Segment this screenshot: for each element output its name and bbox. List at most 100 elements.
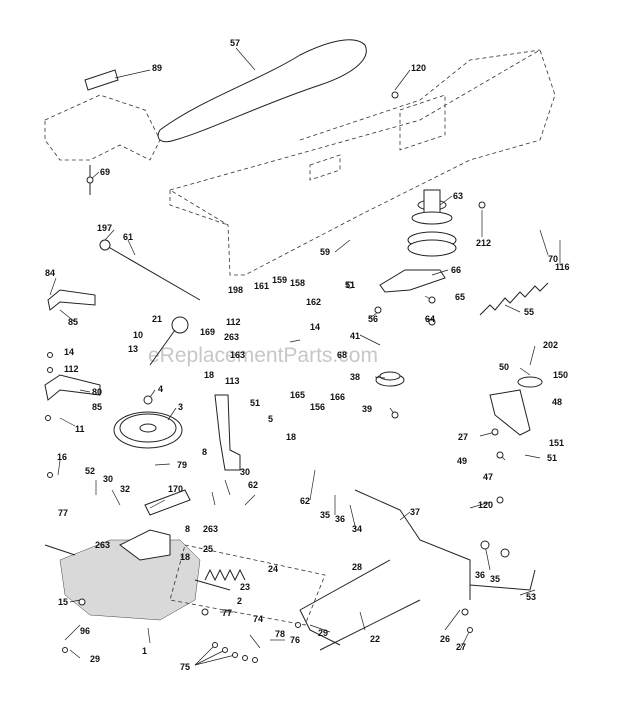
callout: 59: [320, 247, 330, 257]
tension-spring: [204, 568, 246, 582]
callout: 150: [553, 370, 568, 380]
pedal-bracket: [489, 389, 531, 436]
callout: 21: [152, 314, 162, 324]
callout: 34: [352, 524, 362, 534]
callout: 78: [275, 629, 285, 639]
callout: 76: [290, 635, 300, 645]
callout: 84: [45, 268, 55, 278]
callout: 27: [456, 642, 466, 652]
callout: 29: [90, 654, 100, 664]
callout: 198: [228, 285, 243, 295]
callout: 16: [57, 452, 67, 462]
chassis-frame: [169, 49, 556, 276]
drive-belt: [157, 39, 367, 143]
watermark-text: eReplacementParts.com: [148, 344, 378, 367]
callout: 212: [476, 238, 491, 248]
transaxle: [44, 529, 231, 621]
callout: 197: [97, 223, 112, 233]
callout: 38: [350, 372, 360, 382]
callout: 8: [202, 447, 207, 457]
callout: 25: [203, 544, 213, 554]
clutch-rod: [354, 489, 536, 600]
callout: 85: [92, 402, 102, 412]
callout: 162: [306, 297, 321, 307]
callout: 39: [362, 404, 372, 414]
callout: 5: [268, 414, 273, 424]
callout: 156: [310, 402, 325, 412]
callout: 51: [345, 280, 355, 290]
detail-area: [169, 544, 326, 626]
callout: 48: [552, 397, 562, 407]
hardware-bolts: [45, 91, 510, 663]
callout: 35: [320, 510, 330, 520]
callout: 22: [370, 634, 380, 644]
callout-labels: 57 89 120 69 63 197 61 59 212 70 66 84 5…: [45, 38, 570, 672]
callout: 202: [543, 340, 558, 350]
callout: 170: [168, 484, 183, 494]
shift-lever: [99, 239, 201, 301]
callout: 112: [226, 317, 241, 327]
callout: 62: [248, 480, 258, 490]
callout: 68: [337, 350, 347, 360]
callout: 30: [240, 467, 250, 477]
callout: 53: [526, 592, 536, 602]
callout: 159: [272, 275, 287, 285]
callout: 50: [499, 362, 509, 372]
spring: [479, 282, 549, 316]
callout: 18: [286, 432, 296, 442]
callout: 11: [75, 424, 85, 434]
callout: 116: [555, 262, 570, 272]
callout: 32: [120, 484, 130, 494]
callout: 112: [64, 364, 79, 374]
callout: 37: [410, 507, 420, 517]
callout: 27: [458, 432, 468, 442]
callout: 62: [300, 496, 310, 506]
bracket-170: [144, 489, 191, 516]
callout: 169: [200, 327, 215, 337]
idler-pulley: [375, 371, 543, 388]
callout: 120: [478, 500, 493, 510]
callout: 35: [490, 574, 500, 584]
callout: 26: [440, 634, 450, 644]
callout: 263: [203, 524, 218, 534]
hood-bracket: [44, 69, 161, 195]
callout: 2: [237, 596, 242, 606]
callout: 52: [85, 466, 95, 476]
callout: 165: [290, 390, 305, 400]
callout: 158: [290, 278, 305, 288]
callout: 51: [547, 453, 557, 463]
engine-pulley-stack: [407, 189, 457, 257]
callout: 80: [92, 387, 102, 397]
callout: 77: [222, 608, 232, 618]
callout: 64: [425, 314, 435, 324]
callout: 23: [240, 582, 250, 592]
callout: 89: [152, 63, 162, 73]
control-lever: [149, 316, 189, 366]
callout: 51: [250, 398, 260, 408]
callout: 29: [318, 628, 328, 638]
callout: 4: [158, 384, 163, 394]
callout: 41: [350, 331, 360, 341]
callout: 63: [453, 191, 463, 201]
callout: 30: [103, 474, 113, 484]
callout: 77: [58, 508, 68, 518]
callout: 36: [335, 514, 345, 524]
callout: 166: [330, 392, 345, 402]
drive-rods: [299, 559, 421, 651]
callout: 8: [185, 524, 190, 534]
callout: 15: [58, 597, 68, 607]
callout: 36: [475, 570, 485, 580]
callout: 14: [64, 347, 74, 357]
callout: 75: [180, 662, 190, 672]
callout: 151: [549, 438, 564, 448]
shift-bracket: [214, 394, 241, 471]
callout: 55: [524, 307, 534, 317]
callout: 57: [230, 38, 240, 48]
callout: 56: [368, 314, 378, 324]
callout: 10: [133, 330, 143, 340]
callout: 263: [224, 332, 239, 342]
callout: 28: [352, 562, 362, 572]
callout: 113: [225, 376, 240, 386]
callout: 18: [204, 370, 214, 380]
